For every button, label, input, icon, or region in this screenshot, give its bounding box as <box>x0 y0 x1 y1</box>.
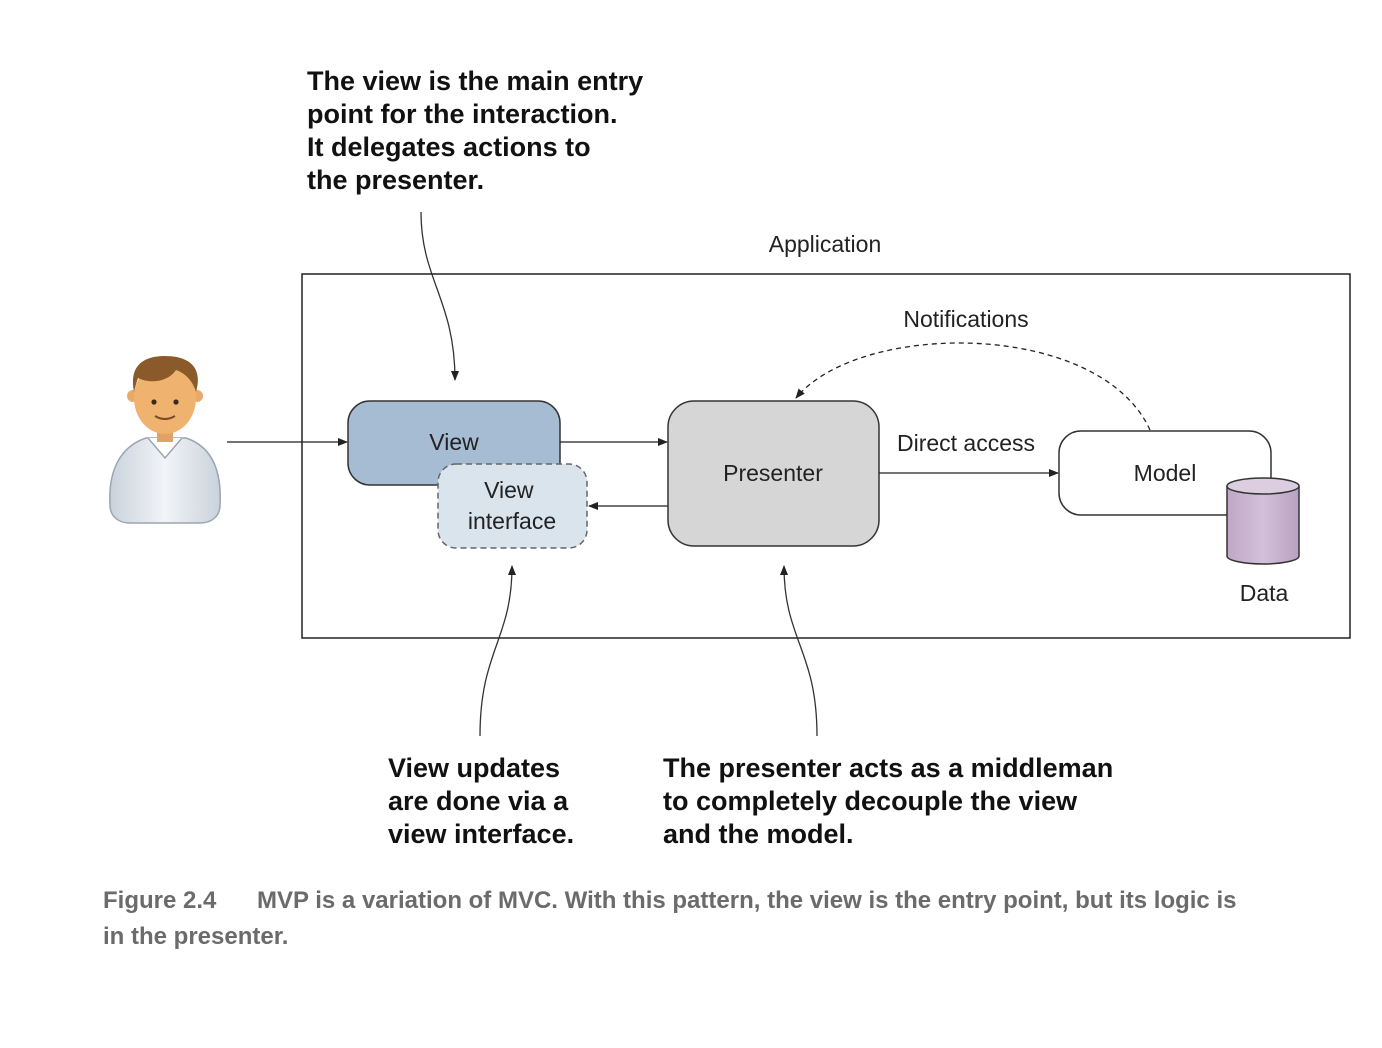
callout-presenter: The presenter acts as a middleman to com… <box>663 753 1121 849</box>
view-interface-label: View interface <box>468 477 556 534</box>
application-boundary <box>301 273 1351 639</box>
callout-view: The view is the main entry point for the… <box>307 66 651 195</box>
callout-view-interface-pointer <box>479 565 516 737</box>
direct-access-label: Direct access <box>897 430 1035 456</box>
database-icon <box>1226 477 1300 565</box>
application-label: Application <box>769 231 882 257</box>
callout-presenter-pointer <box>780 565 818 737</box>
view-label: View <box>429 429 479 455</box>
figure-caption: Figure 2.4 MVP is a variation of MVC. Wi… <box>103 887 1243 950</box>
data-label: Data <box>1240 580 1289 606</box>
callout-view-pointer <box>420 211 459 381</box>
view-interface-box <box>437 463 588 549</box>
model-label: Model <box>1134 460 1197 486</box>
model-box <box>1058 430 1272 516</box>
presenter-label: Presenter <box>723 460 823 486</box>
user-icon <box>109 356 221 524</box>
callout-view-interface: View updates are done via a view interfa… <box>388 753 576 849</box>
notifications-label: Notifications <box>903 306 1028 332</box>
notifications-arrow <box>795 342 1151 431</box>
